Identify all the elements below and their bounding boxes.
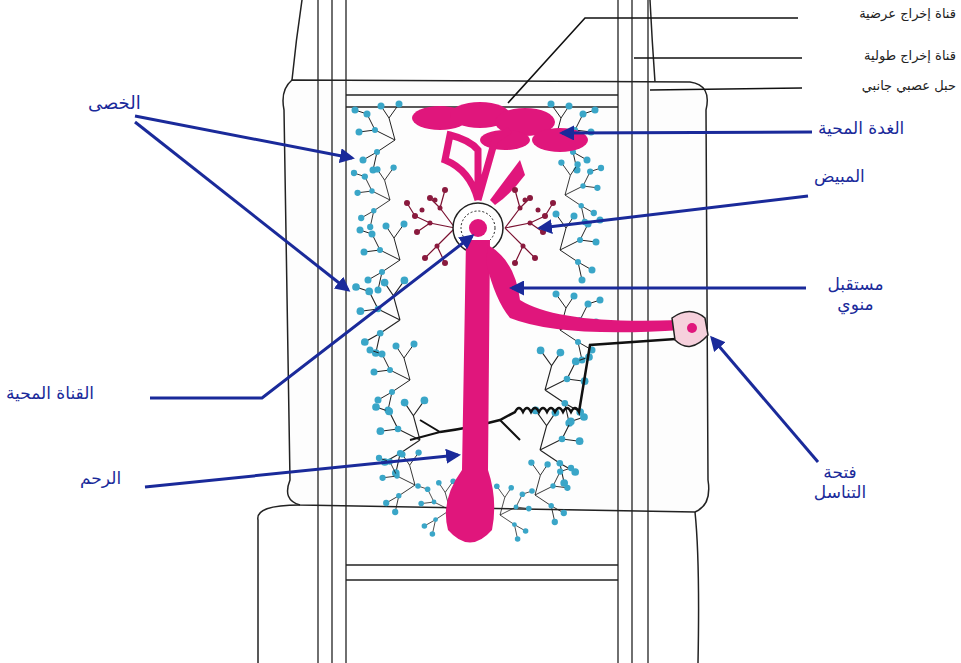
part-label: الخصى [88,92,141,114]
part-label: فتحة التناسل [800,462,880,503]
part-label: قناة إخراج طولية [864,48,956,64]
part-label: الرحم [80,468,121,488]
part-label: مستقبل منوي [808,274,903,315]
part-label: الغدة المحية [818,118,904,138]
part-label: القناة المحية [6,383,94,403]
part-label: حبل عصبي جانبي [862,78,956,94]
part-label: المبيض [814,166,865,186]
part-label: قناة إخراج عرضية [859,6,956,22]
